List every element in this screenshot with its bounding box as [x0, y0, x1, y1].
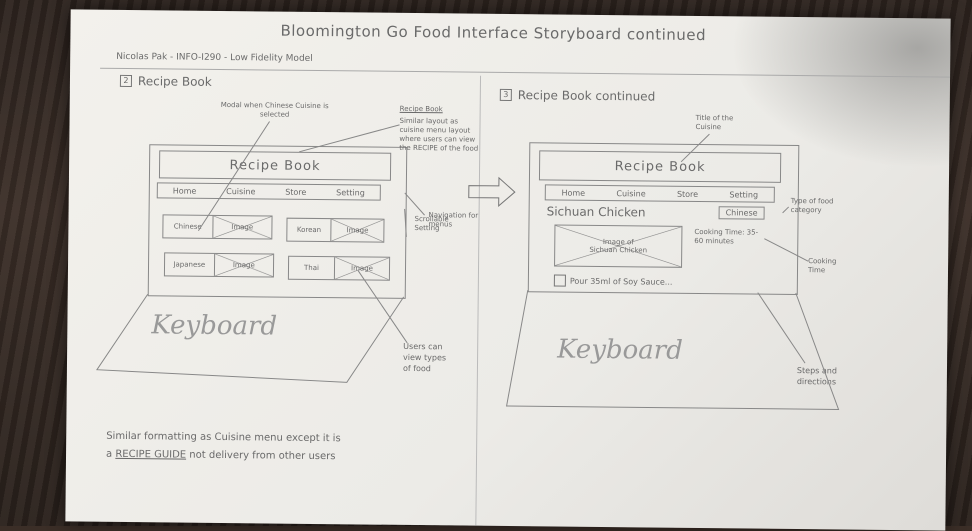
annotation-lines	[96, 121, 840, 410]
storyboard-paper: Bloomington Go Food Interface Storyboard…	[65, 9, 951, 531]
right-keyboard-outline	[505, 290, 840, 410]
left-keyboard-outline	[96, 293, 405, 383]
